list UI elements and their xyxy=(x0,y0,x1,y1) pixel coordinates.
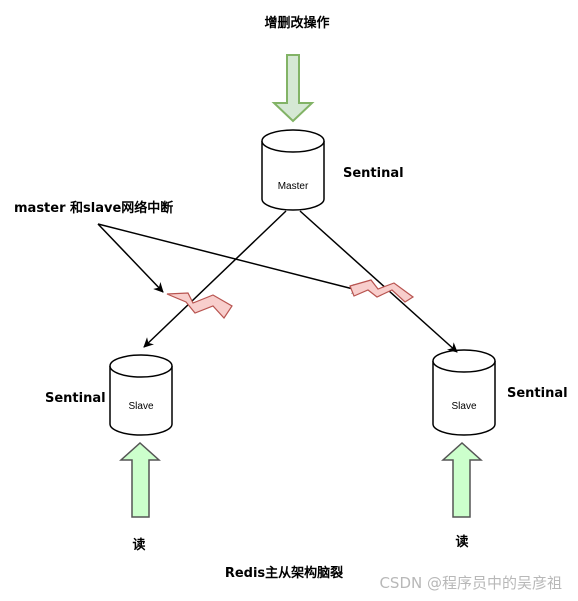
network-break-right-icon xyxy=(349,279,415,303)
right-slave-label: Slave xyxy=(451,401,476,412)
network-break-left-icon xyxy=(166,292,233,319)
watermark: CSDN @程序员中的吴彦祖 xyxy=(379,574,562,592)
master-sentinel-label: Sentinal xyxy=(343,166,404,181)
read-label-right: 读 xyxy=(455,534,468,550)
left-sentinel-label: Sentinal xyxy=(45,391,106,406)
break-pointer-left xyxy=(97,223,164,293)
diagram-caption: Redis主从架构脑裂 xyxy=(225,565,344,581)
right-sentinel-label: Sentinal xyxy=(507,386,568,401)
replication-line-left xyxy=(143,210,287,348)
read-label-left: 读 xyxy=(132,537,145,553)
write-operation-label: 增删改操作 xyxy=(264,15,329,31)
master-database-icon xyxy=(261,129,325,211)
left-slave-label: Slave xyxy=(128,401,153,412)
read-arrow-right-icon xyxy=(441,441,483,518)
right-slave-database-icon xyxy=(432,349,496,436)
network-break-label: master 和slave网络中断 xyxy=(14,200,173,216)
replication-line-right xyxy=(299,210,458,353)
left-slave-database-icon xyxy=(109,354,173,436)
read-arrow-left-icon xyxy=(119,441,161,518)
write-arrow-icon xyxy=(271,54,315,123)
break-pointer-right xyxy=(97,223,362,294)
master-label: Master xyxy=(278,181,309,192)
